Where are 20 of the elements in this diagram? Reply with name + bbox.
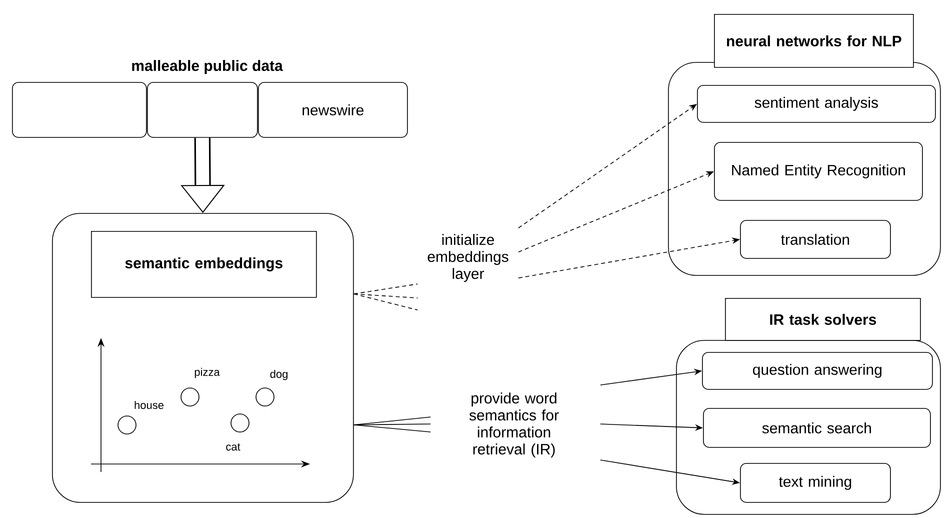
annotation-text: initialize embeddings layer (428, 234, 508, 282)
heading-box: semantic embeddings (91, 231, 317, 298)
task-box: Named Entity Recognition (714, 142, 923, 201)
point-label: cat (226, 443, 240, 451)
annotation-text: provide word semantics for information retrieval (IR) (469, 392, 559, 458)
point-label: house (134, 400, 164, 410)
task-box: text mining (740, 463, 891, 503)
source-box (147, 82, 258, 138)
point-label: pizza (194, 368, 220, 378)
heading-box: IR task solvers (725, 298, 921, 341)
source-box (12, 82, 147, 138)
task-box: translation (740, 220, 891, 259)
heading-text: malleable public data (132, 60, 283, 74)
point-label: dog (270, 370, 288, 380)
source-box: newswire (258, 82, 408, 138)
task-box: question answering (702, 352, 933, 390)
heading-box: neural networks for NLP (714, 14, 914, 68)
task-box: sentiment analysis (697, 85, 936, 123)
task-box: semantic search (703, 408, 931, 448)
panel-box (52, 213, 354, 503)
